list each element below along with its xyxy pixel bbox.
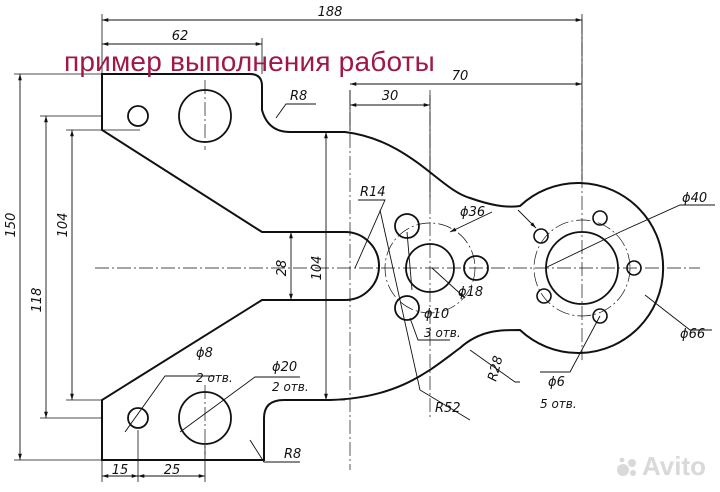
hole-d18: [405, 243, 455, 293]
watermark-text: Avito: [641, 451, 706, 481]
dim-d66: ϕ66: [680, 327, 705, 342]
dim-30: 30: [382, 89, 399, 104]
dim-15: 15: [112, 463, 129, 478]
hole-d10-3: [394, 295, 420, 321]
hole-small-top: [127, 105, 149, 127]
flange-hole-2: [533, 228, 549, 244]
dim-d6: ϕ6: [548, 375, 565, 390]
dim-d36: ϕ36: [460, 205, 485, 220]
hole-small-bottom: [127, 407, 149, 429]
dim-r8-bottom: R8: [284, 447, 301, 462]
hole-large-bottom: [178, 391, 232, 445]
dim-3-holes: 3 отв.: [424, 326, 461, 340]
flange-hole-3: [626, 260, 642, 276]
dim-d18: ϕ18: [458, 285, 483, 300]
dim-62: 62: [172, 29, 189, 44]
flange-hole-5: [592, 308, 608, 324]
dim-188: 188: [318, 5, 343, 20]
hole-d10-1: [394, 213, 420, 239]
dim-104-left: 104: [56, 213, 71, 238]
dim-150: 150: [4, 213, 19, 238]
dim-104-center: 104: [310, 256, 325, 281]
dim-2-holes-a: 2 отв.: [196, 371, 233, 385]
dim-d10: ϕ10: [424, 307, 449, 322]
dimension-lines: [18, 18, 582, 478]
dim-28: 28: [275, 260, 290, 277]
dim-d20: ϕ20: [272, 360, 297, 375]
dim-118: 118: [30, 288, 45, 313]
dim-70: 70: [452, 69, 469, 84]
dim-r52: R52: [435, 401, 461, 416]
watermark: Avito: [616, 451, 706, 482]
dim-2-holes-b: 2 отв.: [272, 380, 309, 394]
dim-d8: ϕ8: [196, 346, 213, 361]
leader-lines: [124, 103, 715, 463]
avito-logo-icon: [616, 457, 636, 476]
dim-5-holes: 5 отв.: [540, 397, 577, 411]
dim-r28: R28: [485, 354, 506, 383]
dim-r14: R14: [360, 185, 386, 200]
dim-d40: ϕ40: [682, 191, 707, 206]
dim-r8-top: R8: [290, 89, 307, 104]
hole-large-top: [178, 89, 232, 143]
part-outline: [101, 73, 665, 461]
dim-25: 25: [164, 463, 181, 478]
flange-hole-4: [536, 288, 552, 304]
flange-hole-1: [592, 210, 608, 226]
hole-d10-2: [463, 255, 489, 281]
page-title: пример выполнения работы: [64, 46, 435, 77]
